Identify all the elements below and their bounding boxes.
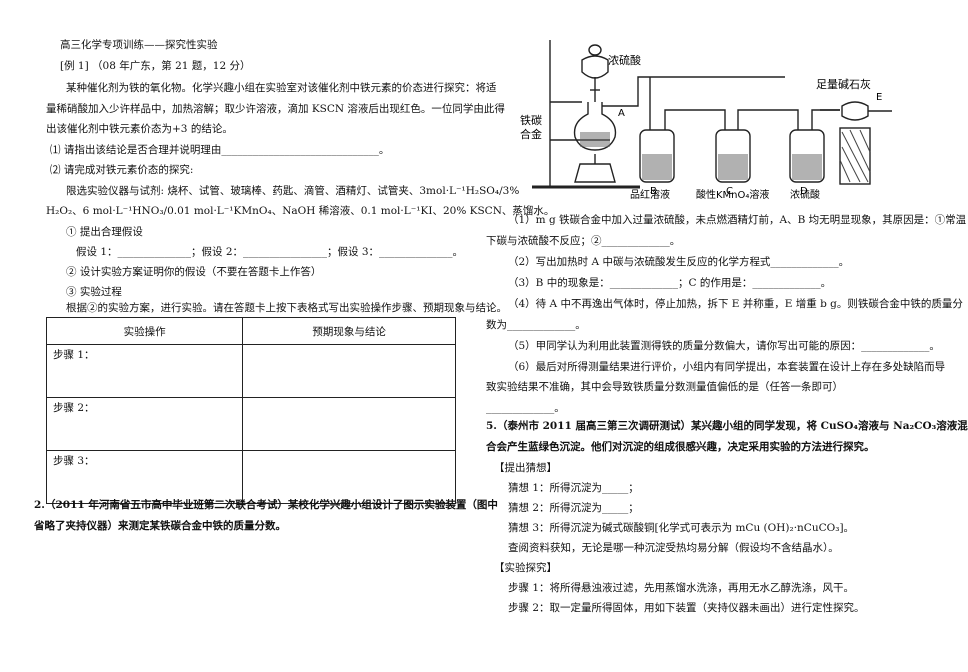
table-row: 步骤 2： xyxy=(45,397,456,451)
section-design: ② 设计实验方案证明你的假设（不要在答题卡上作答） xyxy=(66,266,322,278)
step-2: 步骤 2：取一定量所得固体，用如下装置（夹持仪器未画出）进行定性探究。 xyxy=(508,602,865,614)
q6-line-1: （6）最后对所得测量结果进行评价，小组内有同学提出，本套装置在设计上存在多处缺陷… xyxy=(508,361,946,373)
q3: （3）B 中的现象是：_____________；C 的作用是：________… xyxy=(508,277,832,289)
apparatus-diagram: 浓硫酸 铁碳 合金 足量碱石灰 A B C D E 品红溶液 酸性KMnO₄溶液… xyxy=(520,40,892,201)
alloy-label: 铁碳 xyxy=(520,113,542,127)
table-cell: 步骤 2： xyxy=(45,397,244,451)
q4-line-1: （4）待 A 中不再逸出气体时，停止加热，拆下 E 并称重，E 增重 b g。则… xyxy=(508,298,963,310)
intro-line-2: 量稀硝酸加入少许样品中，加热溶解；取少许溶液，滴加 KSCN 溶液后出现红色。一… xyxy=(46,103,505,115)
guess-1: 猜想 1：所得沉淀为_____； xyxy=(508,482,639,494)
problem-2-line-2: 省略了夹持仪器）来测定某铁碳合金中铁的质量分数。 xyxy=(34,520,286,532)
reagents-line-1: 限选实验仪器与试剂: 烧杯、试管、玻璃棒、药匙、滴管、酒精灯、试管夹、3mol·… xyxy=(66,185,520,197)
q1-line-2: 下碳与浓硫酸不反应；②_____________。 xyxy=(486,235,681,247)
problem-5-line-1: 5.（泰州市 2011 届高三第三次调研测试）某兴趣小组的同学发现，将 CuSO… xyxy=(486,420,968,432)
info-line: 查阅资料获知，无论是哪一种沉淀受热均易分解（假设均不含结晶水）。 xyxy=(508,542,839,554)
problem-5-line-2: 合会产生蓝绿色沉淀。他们对沉淀的组成很感兴趣，决定采用实验的方法进行探究。 xyxy=(486,441,875,453)
guess-3: 猜想 3：所得沉淀为碱式碳酸铜[化学式可表示为 mCu (OH)₂·nCuCO₃… xyxy=(508,522,855,534)
hypotheses: 假设 1：______________；假设 2：_______________… xyxy=(76,246,464,258)
alloy-label: 合金 xyxy=(520,127,542,141)
label-B: B xyxy=(650,186,657,197)
guess-heading: 【提出猜想】 xyxy=(494,462,557,474)
table-cell: 步骤 1： xyxy=(45,344,244,398)
process-text: 根据②的实验方案，进行实验。请在答题卡上按下表格式写出实验操作步骤、预期现象与结… xyxy=(66,302,507,314)
guess-2: 猜想 2：所得沉淀为_____； xyxy=(508,502,639,514)
label-B-solution: 品红溶液 xyxy=(630,188,670,201)
soda-label: 足量碱石灰 xyxy=(816,77,871,91)
q6-line-3: _____________。 xyxy=(486,402,565,414)
table-cell xyxy=(242,344,456,398)
reagents-line-2: H₂O₂、6 mol·L⁻¹HNO₃/0.01 mol·L⁻¹KMnO₄、NaO… xyxy=(46,205,555,217)
table-header: 实验操作 xyxy=(45,317,244,345)
page-title: 高三化学专项训练——探究性实验 xyxy=(60,39,218,51)
table-row: 步骤 3： xyxy=(45,450,456,504)
q6-line-2: 致实验结果不准确，其中会导致铁质量分数测量值偏低的是（任答一条即可） xyxy=(486,381,843,393)
label-E: E xyxy=(876,92,882,103)
table-cell xyxy=(242,450,456,504)
q2: （2）写出加热时 A 中碳与浓硫酸发生反应的化学方程式_____________… xyxy=(508,256,850,268)
q4-line-2: 数为_____________。 xyxy=(486,319,586,331)
label-A: A xyxy=(618,108,625,119)
intro-line-1: 某种催化剂为铁的氧化物。化学兴趣小组在实验室对该催化剂中铁元素的价态进行探究：将… xyxy=(66,82,497,94)
intro-line-3: 出该催化剂中铁元素价态为+3 的结论。 xyxy=(46,123,233,135)
experiment-table: 实验操作 预期现象与结论 步骤 1： 步骤 2： 步骤 3： xyxy=(45,317,456,504)
example-heading: [例 1] （08 年广东，第 21 题，12 分） xyxy=(60,60,251,72)
table-cell: 步骤 3： xyxy=(45,450,244,504)
table-cell xyxy=(242,397,456,451)
q5: （5）甲同学认为利用此装置测得铁的质量分数偏大，请你写出可能的原因：______… xyxy=(508,340,940,352)
table-header-row: 实验操作 预期现象与结论 xyxy=(45,317,456,345)
section-process: ③ 实验过程 xyxy=(66,286,122,298)
acid-label: 浓硫酸 xyxy=(608,53,641,67)
problem-2-line-1: 2.（2011 年河南省五市高中毕业班第二次联合考试）某校化学兴趣小组设计了图示… xyxy=(34,499,498,511)
experiment-heading: 【实验探究】 xyxy=(494,562,557,574)
label-D-solution: 浓硫酸 xyxy=(790,188,820,201)
question-1: ⑴ 请指出该结论是否合理并说明理由_______________________… xyxy=(50,144,390,156)
label-C: C xyxy=(726,186,733,197)
question-2: ⑵ 请完成对铁元素价态的探究: xyxy=(50,164,194,176)
q1-line-1: （1）m g 铁碳合金中加入过量浓硫酸，未点燃酒精灯前，A、B 均无明显现象，其… xyxy=(508,214,967,226)
section-hypothesis: ① 提出合理假设 xyxy=(66,226,143,238)
table-header: 预期现象与结论 xyxy=(242,317,456,345)
table-row: 步骤 1： xyxy=(45,344,456,398)
label-C-solution: 酸性KMnO₄溶液 xyxy=(696,188,769,201)
step-1: 步骤 1：将所得悬浊液过滤，先用蒸馏水洗涤，再用无水乙醇洗涤，风干。 xyxy=(508,582,855,594)
label-D: D xyxy=(800,186,808,197)
